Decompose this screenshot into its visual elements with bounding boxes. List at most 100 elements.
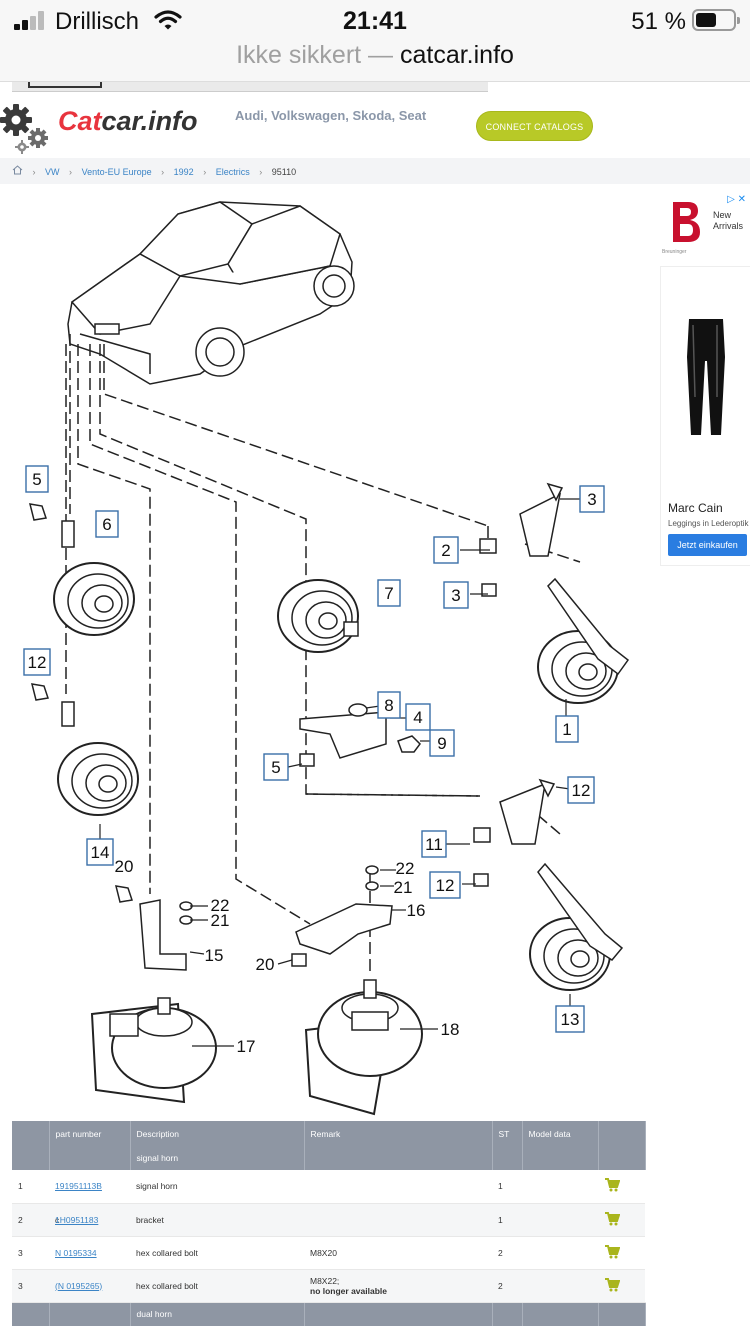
address-bar[interactable]: Ikke sikkert — catcar.info [0,40,750,82]
ad-choices-icon[interactable]: ▷ ✕ [727,194,746,205]
ad-shop-button[interactable]: Jetzt einkaufen [668,534,747,556]
banner-strip [12,82,488,92]
table-header-row: part number Description Remark ST Model … [12,1121,646,1146]
battery-percentage: 51 % [631,8,686,35]
horn-7 [277,579,359,653]
callout-17: 17 [237,1037,256,1056]
horn-14 [57,742,139,816]
url-domain: catcar.info [399,41,514,69]
gears-logo-icon[interactable] [0,100,52,154]
callout-20b: 20 [256,955,275,974]
horn-6 [53,562,135,636]
part-number-link[interactable]: (N 0195265) [55,1280,103,1291]
callout-5: 5 [32,470,41,489]
ad-title: Marc Cain [668,501,723,515]
callout-18: 18 [441,1020,460,1039]
brands-tagline: Audi, Volkswagen, Skoda, Seat [235,108,427,123]
add-to-cart-icon[interactable] [604,1211,620,1226]
col-remark: Remark [304,1121,493,1146]
callout-12c: 12 [572,781,591,800]
callout-2: 2 [441,541,450,560]
add-to-cart-icon[interactable] [604,1277,620,1292]
group-row: dual horn [12,1302,646,1326]
add-to-cart-icon[interactable] [604,1244,620,1259]
callout-5b: 5 [271,758,280,777]
wifi-icon [154,10,182,30]
url-security-label: Ikke sikkert — [236,41,400,69]
callout-22b: 22 [396,859,415,878]
callout-6: 6 [102,515,111,534]
status-time: 21:41 [343,7,407,35]
parts-diagram[interactable]: 5 6 12 14 7 8 4 9 5 2 3 3 1 11 12 12 13 … [0,184,655,1120]
callout-16: 16 [407,901,426,920]
breadcrumb-separator: › [259,166,263,177]
col-description: Description [130,1121,305,1146]
ad-description: Leggings in Lederoptik [668,519,749,528]
breadcrumb-group[interactable]: Electrics [215,166,250,177]
callout-3b: 3 [587,490,596,509]
unavailable-note: no longer available [310,1285,387,1296]
leader-lines [65,334,581,974]
callout-13: 13 [561,1010,580,1029]
carrier-name: Drillisch [55,8,139,35]
col-cart [598,1121,646,1146]
group-title: dual horn [130,1302,305,1326]
home-icon[interactable] [12,164,23,180]
table-row: 2 c 1H0951183 bracket 1 [12,1203,645,1237]
site-header: Catcar.info Audi, Volkswagen, Skoda, Sea… [0,96,750,154]
car-illustration [67,201,355,385]
breadcrumb-separator: › [32,166,36,177]
callout-3: 3 [451,586,460,605]
remark-cell: M8X22;no longer available [304,1269,492,1303]
breadcrumb-vw[interactable]: VW [45,166,60,177]
col-st: ST [492,1121,523,1146]
callout-7: 7 [384,584,393,603]
ad-brand: Breuninger [662,249,687,255]
callout-11: 11 [425,835,443,854]
callout-1: 1 [562,720,571,739]
col-model-data: Model data [522,1121,599,1146]
table-row: 3 N 0195334 hex collared bolt M8X20 2 [12,1236,645,1270]
battery-icon [692,9,740,31]
part-number-link[interactable]: N 0195334 [55,1247,97,1258]
leggings-image [687,319,725,435]
add-to-cart-icon[interactable] [604,1178,620,1192]
callout-21b: 21 [394,878,413,897]
table-row: 1 191951113B signal horn 1 [12,1170,645,1204]
callout-15: 15 [205,946,224,965]
breadcrumb-separator: › [203,166,207,177]
ad-product-card[interactable]: Marc Cain Leggings in Lederoptik Jetzt e… [660,266,750,566]
callout-21: 21 [211,911,230,930]
connect-catalogs-button[interactable]: CONNECT CATALOGS [476,111,593,141]
breadcrumb-separator: › [69,166,73,177]
callout-labels: 5 6 12 14 7 8 4 9 5 2 3 3 1 11 12 12 13 … [23,465,605,1056]
callout-22: 22 [211,896,230,915]
callout-20: 20 [115,857,134,876]
callout-4: 4 [413,708,422,727]
breadcrumb: › VW › Vento-EU Europe › 1992 › Electric… [0,158,750,184]
group-title: signal horn [130,1146,305,1170]
callout-9: 9 [437,734,446,753]
table-row: 3 (N 0195265) hex collared bolt M8X22;no… [12,1269,645,1303]
breadcrumb-current: 95110 [271,166,297,177]
cellular-signal-icon [14,10,48,30]
site-logo[interactable]: Catcar.info [58,106,198,136]
callout-12: 12 [28,653,47,672]
col-part-number: part number [49,1121,131,1146]
status-bar: Drillisch 21:41 51 % [0,0,750,40]
group-row: signal horn [12,1146,646,1170]
breadcrumb-year[interactable]: 1992 [173,166,194,177]
callout-8: 8 [384,696,393,715]
part-number-link[interactable]: 1H0951183 [55,1214,99,1225]
breadcrumb-model[interactable]: Vento-EU Europe [81,166,152,177]
breadcrumb-separator: › [161,166,165,177]
breuninger-logo-icon [673,202,700,242]
parts-table: part number Description Remark ST Model … [12,1121,646,1326]
part-number-link[interactable]: 191951113B [55,1181,102,1192]
col-pos [12,1121,50,1146]
callout-14: 14 [91,843,110,862]
callout-12b: 12 [436,876,455,895]
